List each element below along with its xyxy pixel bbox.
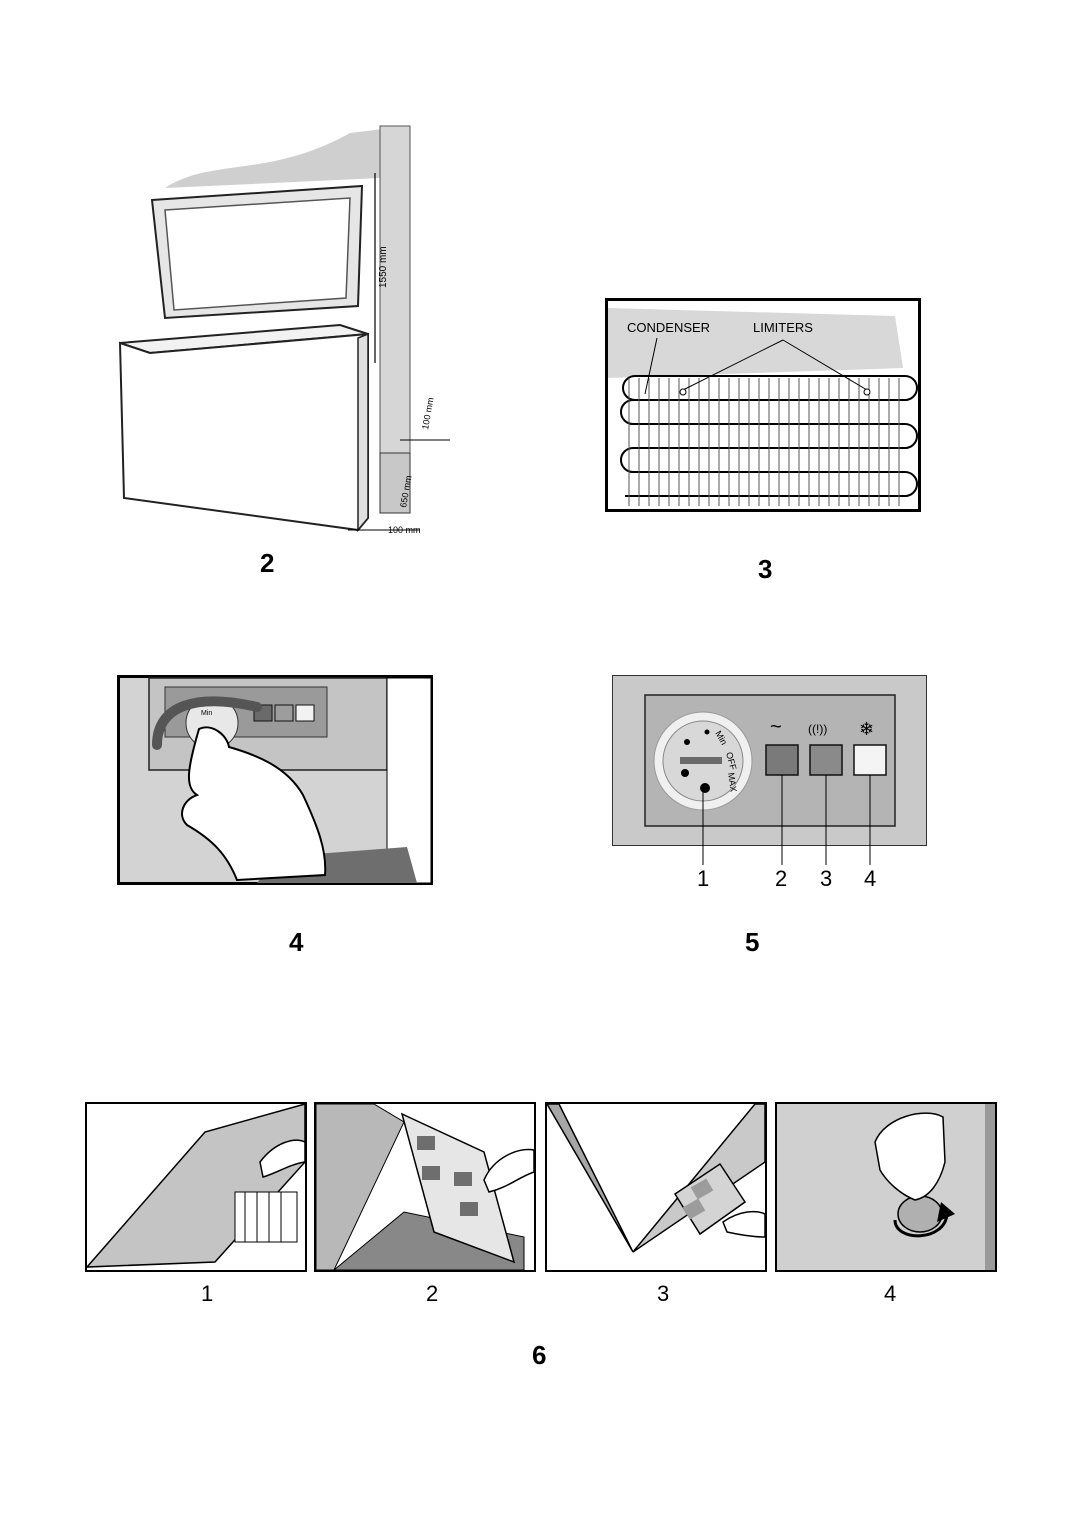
condenser-coil [620, 375, 918, 497]
limiters-pointer-left [682, 339, 784, 391]
callout-4: 4 [864, 866, 877, 891]
dial-dot-4 [700, 783, 710, 793]
freezer-body-front [118, 332, 369, 532]
limiter-right [863, 388, 871, 396]
dial-dot-2 [684, 739, 690, 745]
step-3-frame [545, 1102, 767, 1272]
indicator-alarm [809, 744, 843, 776]
freezer-body-side [357, 332, 369, 533]
figure-6-step-1 [85, 1102, 307, 1272]
panel-window-2 [422, 1166, 440, 1180]
indicator-fast-freeze [295, 704, 315, 722]
freezer-lid-inner [164, 197, 351, 311]
step-label-2: 2 [426, 1281, 439, 1306]
figure-number-5: 5 [745, 927, 760, 957]
condenser-label: CONDENSER [627, 320, 710, 335]
panel-window-1 [417, 1136, 435, 1150]
hand-illustration [259, 1139, 306, 1178]
indicator-alarm [274, 704, 294, 722]
fast-freeze-symbol: ❄ [859, 719, 874, 739]
limiters-label: LIMITERS [753, 320, 813, 335]
figure-6-step-3 [545, 1102, 767, 1272]
figure-3-condenser: CONDENSER LIMITERS [605, 298, 921, 512]
wall [379, 125, 411, 457]
freezer-floor [332, 1211, 525, 1271]
indicator-fast-freeze [853, 744, 887, 776]
step-label-4: 4 [884, 1281, 897, 1306]
dimension-label-height: 1550 mm [378, 246, 389, 288]
drain-plug [897, 1195, 943, 1233]
step-label-1: 1 [201, 1281, 214, 1306]
figure-6-step-4 [775, 1102, 997, 1272]
dial-marker [680, 757, 722, 764]
freezer-lid [85, 1103, 306, 1268]
figure-number-2: 2 [260, 548, 275, 578]
rotation-arrow [893, 1213, 949, 1238]
callout-1: 1 [697, 866, 710, 891]
panel-window-3 [454, 1172, 472, 1186]
figure-number-4: 4 [289, 927, 304, 957]
basket [234, 1191, 298, 1243]
condenser-pointer [644, 337, 658, 395]
freezer-corner-left [545, 1103, 634, 1253]
dial-max-label: MAX [726, 772, 739, 793]
drain-window-1 [690, 1178, 714, 1200]
hand-illustration [874, 1112, 946, 1201]
dial-dot-3 [681, 769, 689, 777]
basket-wires [244, 1192, 282, 1242]
panel-window-4 [460, 1202, 478, 1216]
callout-2: 2 [775, 866, 788, 891]
removable-panel [400, 1112, 516, 1264]
dial-off-label: OFF [724, 751, 738, 771]
limiter-left [679, 388, 687, 396]
freezer-interior [315, 1103, 405, 1271]
condenser-wires [628, 378, 900, 506]
rotation-arrow [152, 696, 262, 750]
callout-3: 3 [820, 866, 833, 891]
side-strip [985, 1104, 995, 1270]
dimension-label-top-gap: 100 mm [420, 397, 435, 431]
hand-illustration [483, 1148, 535, 1193]
figure-6-step-2 [314, 1102, 536, 1272]
limiters-pointer-right [782, 339, 868, 391]
power-symbol: ~ [770, 716, 782, 738]
drain-window-2 [682, 1198, 706, 1220]
alarm-symbol: ((!)) [808, 722, 827, 736]
figure-number-3: 3 [758, 554, 773, 584]
indicator-power [765, 744, 799, 776]
figure-4-adjusting-thermostat: Min [117, 675, 433, 885]
step-label-3: 3 [657, 1281, 670, 1306]
dial-dot-1 [704, 729, 710, 735]
condenser-shading [608, 308, 903, 378]
wall-gap-block [379, 452, 411, 514]
figure-2-freezer-installation: 1550 mm 100 mm 650 mm 100 mm [118, 125, 450, 535]
hand-illustration [181, 726, 327, 882]
figure-5-control-panel: Min OFF MAX ~ ((!)) ❄ [612, 675, 927, 865]
hand-illustration [722, 1210, 766, 1238]
dial-text: Min [201, 710, 212, 717]
figure-number-6: 6 [532, 1340, 547, 1370]
rotation-arrowhead [937, 1202, 955, 1222]
dimension-label-bottom-gap: 100 mm [388, 525, 421, 535]
